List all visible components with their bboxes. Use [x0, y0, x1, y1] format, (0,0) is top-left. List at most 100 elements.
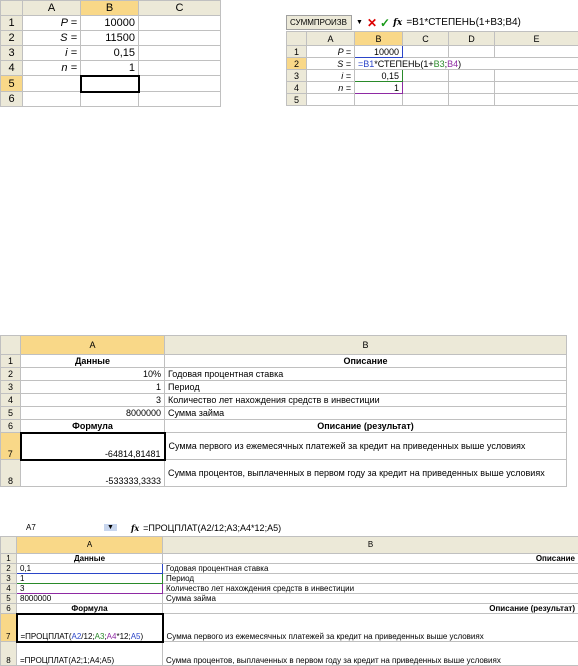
row-header[interactable]: 3: [0, 45, 23, 61]
row-header[interactable]: 8: [0, 641, 17, 666]
row-header[interactable]: 4: [0, 60, 23, 76]
cell-b4[interactable]: 1: [80, 60, 139, 76]
cell-a8[interactable]: -533333,3333: [20, 459, 165, 487]
cell-a8[interactable]: =ПРОЦПЛАТ(A2;1;A4;A5): [16, 641, 163, 666]
row-header[interactable]: 1: [0, 552, 17, 564]
select-all-corner[interactable]: [0, 0, 23, 16]
cell-b5-active[interactable]: [79, 74, 140, 93]
cell-b8[interactable]: Сумма процентов, выплаченных в первом го…: [162, 641, 578, 666]
cell-b4[interactable]: Количество лет нахождения средств в инве…: [162, 582, 578, 594]
column-header-c[interactable]: C: [138, 0, 221, 16]
function-icon[interactable]: fx: [130, 522, 140, 533]
column-header-b[interactable]: B: [354, 31, 403, 46]
cell-a7-active[interactable]: =ПРОЦПЛАТ(A2/12;A3;A4*12;A5): [15, 612, 164, 643]
cell-c4[interactable]: [138, 60, 221, 76]
select-all-corner[interactable]: [0, 536, 17, 554]
row-header[interactable]: 6: [0, 419, 21, 433]
row-header[interactable]: 2: [0, 562, 17, 574]
cell-a5[interactable]: [22, 75, 81, 92]
cell-b7[interactable]: Сумма первого из ежемесячных платежей за…: [162, 613, 578, 642]
column-header-a[interactable]: A: [20, 335, 165, 355]
row-header[interactable]: 5: [286, 93, 307, 106]
cancel-icon[interactable]: ✕: [366, 15, 377, 30]
cell-a3[interactable]: i =: [22, 45, 81, 61]
cell-b2[interactable]: 11500: [80, 30, 139, 46]
cell-c1[interactable]: [138, 15, 221, 31]
cell-a6[interactable]: [22, 91, 81, 107]
cell-a4[interactable]: n =: [22, 60, 81, 76]
cell-a2[interactable]: 10%: [20, 367, 165, 381]
column-header-b[interactable]: B: [164, 335, 567, 355]
row-header[interactable]: 1: [0, 354, 21, 368]
row-header[interactable]: 4: [0, 393, 21, 407]
name-box[interactable]: A7: [26, 523, 36, 532]
row-header[interactable]: 6: [0, 91, 23, 107]
row-header[interactable]: 2: [0, 30, 23, 46]
cell-a2[interactable]: S =: [306, 57, 355, 70]
cell-a2-ref-blue[interactable]: 0,1: [16, 562, 163, 574]
row-header[interactable]: 5: [0, 75, 23, 92]
chevron-down-icon[interactable]: ▼: [104, 524, 117, 531]
row-header[interactable]: 3: [286, 69, 307, 82]
column-header-a[interactable]: A: [16, 536, 163, 554]
cell-b7[interactable]: Сумма первого из ежемесячных платежей за…: [164, 432, 567, 460]
cell-a1[interactable]: Данные: [20, 354, 165, 368]
cell-a4[interactable]: n =: [306, 81, 355, 94]
cell-a1[interactable]: P =: [22, 15, 81, 31]
cell-b1[interactable]: Описание: [164, 354, 567, 368]
row-header[interactable]: 7: [0, 613, 17, 642]
cell-b5[interactable]: Сумма займа: [164, 406, 567, 420]
cell-b1[interactable]: Описание: [162, 552, 578, 564]
row-header[interactable]: 6: [0, 602, 17, 614]
cell-b4[interactable]: Количество лет нахождения средств в инве…: [164, 393, 567, 407]
row-header[interactable]: 4: [0, 582, 17, 594]
cell-b6[interactable]: [80, 91, 139, 107]
name-box[interactable]: СУММПРОИЗВ: [286, 15, 352, 30]
row-header[interactable]: 5: [0, 592, 17, 604]
row-header[interactable]: 1: [0, 15, 23, 31]
cell-a2[interactable]: S =: [22, 30, 81, 46]
cell-b3[interactable]: Период: [162, 572, 578, 584]
cell-b4-ref-purple[interactable]: 1: [354, 81, 403, 94]
row-header[interactable]: 3: [0, 380, 21, 394]
row-header[interactable]: 7: [0, 432, 21, 460]
cell-a3[interactable]: 1: [20, 380, 165, 394]
function-icon[interactable]: fx: [393, 17, 403, 28]
cell-b3-ref-green[interactable]: 0,15: [354, 69, 403, 82]
cell-c2[interactable]: [138, 30, 221, 46]
cell-b3[interactable]: Период: [164, 380, 567, 394]
select-all-corner[interactable]: [0, 335, 21, 355]
cell-a3[interactable]: i =: [306, 69, 355, 82]
cell-b8[interactable]: Сумма процентов, выплаченных в первом го…: [164, 459, 567, 487]
column-header-b[interactable]: B: [162, 536, 578, 554]
cell-c6[interactable]: [138, 91, 221, 107]
cell-a1[interactable]: Данные: [16, 552, 163, 564]
cell-a4-ref-purple[interactable]: 3: [16, 582, 163, 594]
cell-a3-ref-green[interactable]: 1: [16, 572, 163, 584]
column-header-c[interactable]: C: [402, 31, 449, 46]
cell-a5[interactable]: 8000000: [16, 592, 163, 604]
cell-b1[interactable]: 10000: [80, 15, 139, 31]
cell-b2[interactable]: Годовая процентная ставка: [162, 562, 578, 574]
cell-a4[interactable]: 3: [20, 393, 165, 407]
cell-b1-ref-blue[interactable]: 10000: [354, 45, 403, 58]
cell-c5[interactable]: [138, 75, 221, 92]
row-header[interactable]: 2: [0, 367, 21, 381]
column-header-a[interactable]: A: [306, 31, 355, 46]
cell-a6[interactable]: Формула: [20, 419, 165, 433]
row-header[interactable]: 5: [0, 406, 21, 420]
column-header-e[interactable]: E: [494, 31, 578, 46]
select-all-corner[interactable]: [286, 31, 307, 46]
cell-b2-editing[interactable]: =B1*СТЕПЕНЬ(1+B3;B4): [354, 57, 578, 70]
chevron-down-icon[interactable]: ▼: [356, 19, 363, 26]
cell-b6[interactable]: Описание (результат): [164, 419, 567, 433]
formula-input[interactable]: =ПРОЦПЛАТ(A2/12;A3;A4*12;A5): [143, 522, 282, 533]
cell-a7-active[interactable]: -64814,81481: [19, 431, 166, 461]
formula-input[interactable]: =B1*СТЕПЕНЬ(1+B3;B4): [406, 17, 521, 28]
row-header[interactable]: 4: [286, 81, 307, 94]
cell-b3[interactable]: 0,15: [80, 45, 139, 61]
column-header-b[interactable]: B: [80, 0, 139, 16]
row-header[interactable]: 1: [286, 45, 307, 58]
cell-b6[interactable]: Описание (результат): [162, 602, 578, 614]
row-header[interactable]: 8: [0, 459, 21, 487]
